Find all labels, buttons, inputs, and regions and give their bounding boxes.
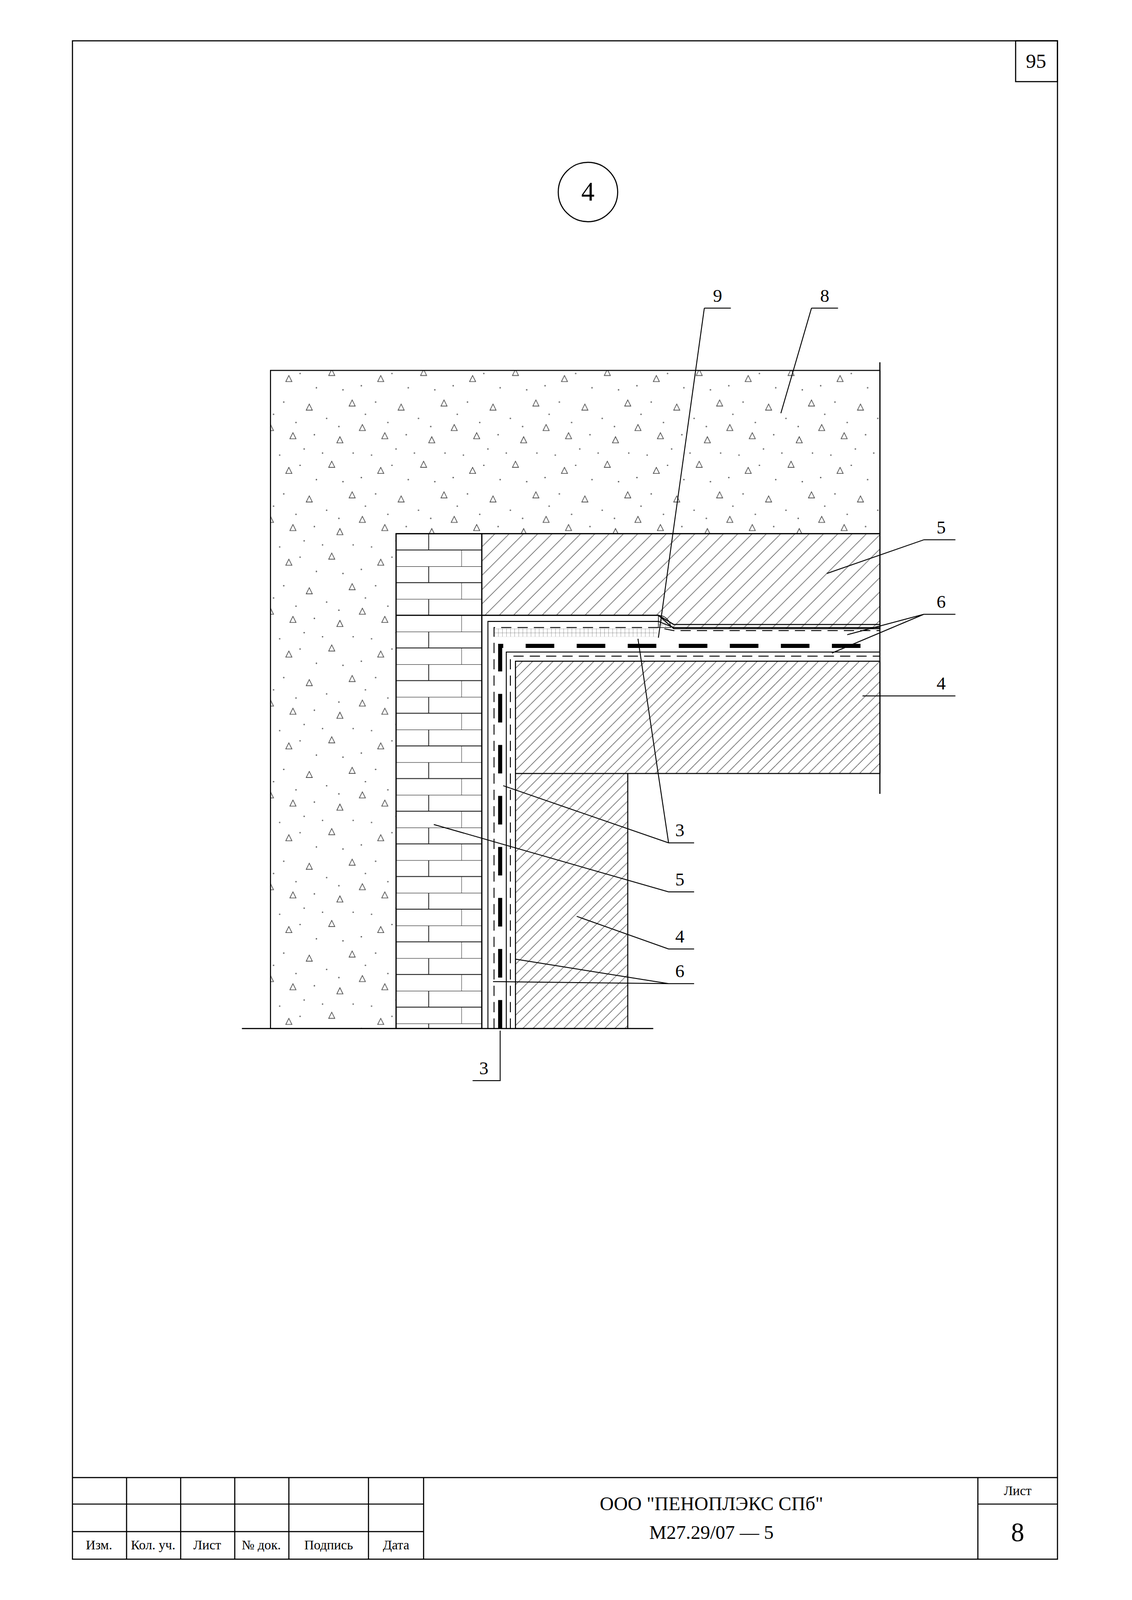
header-cell: Подпись [304,1538,354,1553]
callout-number: 4 [936,674,946,693]
protective-slab [481,533,880,629]
title-block-lines [72,1477,1058,1560]
title-block [72,1477,1058,1560]
header-cell: Дата [382,1538,410,1553]
callout-number: 5 [936,518,946,537]
callout-number: 5 [675,870,685,889]
callout-number: 8 [820,286,830,306]
waterproofing-layers [481,615,880,1029]
layer-line [493,627,880,1029]
company-name: ООО "ПЕНОПЛЭКС СПб" [599,1494,824,1515]
detail-circle: 4 [557,161,619,223]
callout-number: 6 [675,962,685,981]
detail-number: 4 [581,178,595,206]
leader-line [658,308,732,639]
concrete-fill [270,370,880,1029]
insulation-strip [493,628,658,638]
leader-line [433,824,695,893]
callout-number: 9 [712,286,722,306]
leader-line [472,1030,500,1081]
sheet-index: 8 [1011,1519,1025,1547]
header-cell: Изм. [85,1538,113,1553]
leader-lines [433,308,956,1081]
sheet-frame [72,41,1058,1560]
callout-number: 3 [479,1059,489,1078]
layer-line [481,615,880,1029]
sheet-number-box [1015,41,1058,83]
leader-line [831,614,956,654]
concrete-structure [515,661,880,1029]
circle-outline [558,162,618,222]
title-block-grid [72,1477,424,1560]
leader-line [780,308,838,414]
header-cell: Лист [193,1538,222,1553]
leader-line [503,638,695,844]
structure-joint [515,773,628,774]
header-cell: № док. [241,1538,281,1553]
break-line [879,362,881,795]
callout-number: 4 [675,927,685,946]
layer-line [510,656,880,1029]
sheet-number: 95 [1025,51,1047,72]
header-cell: Кол. уч. [130,1538,176,1553]
callout-number: 3 [675,821,685,840]
document-code: М27.29/07 — 5 [649,1523,774,1543]
layer-line [500,646,881,1029]
brick-course-line [395,614,482,616]
layer-line [506,652,880,1029]
callout-number: 6 [936,592,946,612]
leader-line [576,916,694,950]
leader-line [493,959,695,985]
layer-line [488,621,880,1029]
ground-line [241,1028,654,1030]
leader-line [862,695,956,697]
brick-wall [395,533,482,1029]
sheet-label: Лист [1003,1484,1032,1498]
leader-line [826,540,956,574]
